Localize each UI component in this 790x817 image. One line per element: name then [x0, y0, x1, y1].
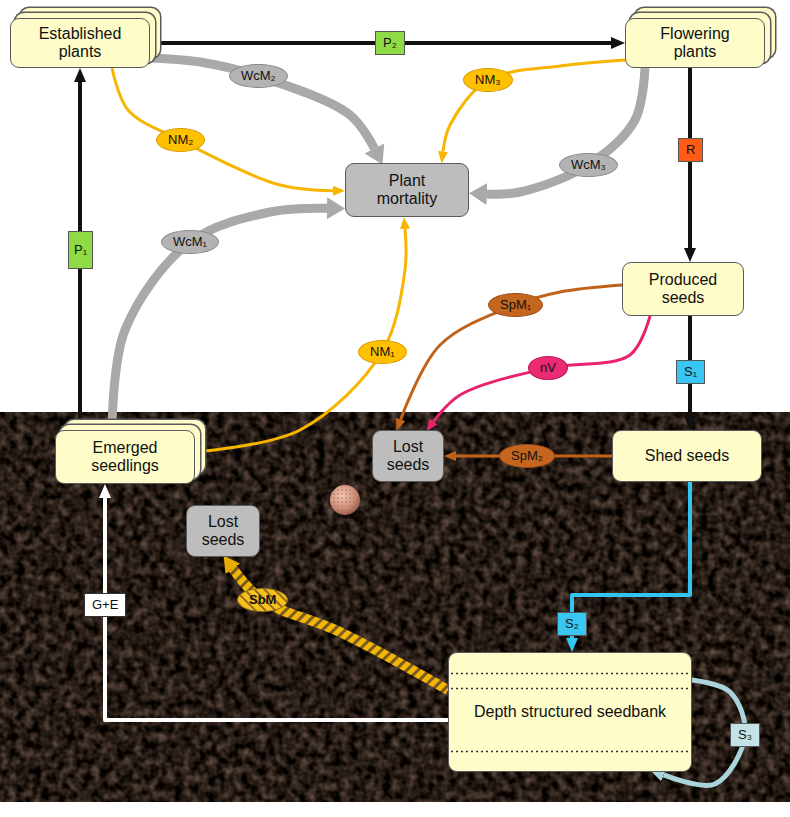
node-text: Depth structured seedbank	[474, 703, 666, 721]
flow-arrow	[195, 229, 406, 452]
flow-label: NM₃	[463, 68, 513, 92]
depth-layer-line	[451, 688, 689, 690]
flow-label: R	[678, 138, 703, 162]
seedbank-box: Depth structured seedbank	[448, 652, 692, 772]
flow-label: S₁	[676, 360, 705, 384]
flow-label: WcM₃	[559, 153, 618, 177]
flow-label: S₂	[557, 612, 587, 636]
node-text: Lost seeds	[381, 438, 435, 475]
flow-arrow	[572, 482, 690, 638]
flow-arrow	[105, 498, 448, 720]
node-text: Emerged seedlings	[70, 439, 180, 476]
node-text: Lost seeds	[195, 513, 251, 550]
flow-label: P₂	[375, 31, 405, 55]
flow-label: P₁	[68, 231, 93, 269]
flow-label: S₃	[730, 723, 760, 747]
seed-stage-box: Shed seeds	[612, 430, 762, 482]
plant-stage-box: Established plants	[10, 18, 150, 68]
node-text: Established plants	[25, 25, 135, 62]
soil-texture	[0, 412, 790, 802]
sink-box: Lost seeds	[186, 505, 260, 557]
node-text: Shed seeds	[645, 447, 730, 465]
seed-texture	[330, 485, 360, 515]
sink-box: Plant mortality	[345, 163, 469, 217]
flow-label: WcM₁	[161, 230, 219, 254]
flow-label: SpM₁	[488, 293, 543, 317]
node-text: Plant mortality	[357, 172, 457, 209]
flow-label: NM₁	[358, 340, 407, 364]
flow-arrow	[112, 68, 333, 191]
flow-label: G+E	[84, 593, 126, 617]
depth-layer-line	[451, 751, 689, 753]
sink-box: Lost seeds	[372, 430, 444, 482]
seed-picture	[330, 485, 360, 515]
soil-ground	[0, 412, 790, 802]
node-text: Produced seeds	[633, 271, 733, 308]
seed-stage-box: Produced seeds	[622, 262, 744, 316]
plant-stage-box: Flowering plants	[625, 18, 765, 68]
flow-arrow	[401, 285, 622, 419]
flow-label: WcM₂	[229, 64, 288, 88]
flow-arrow	[233, 569, 448, 690]
flow-label: nV	[528, 356, 568, 380]
flow-label: SpM₂	[499, 444, 555, 468]
flow-arrow	[487, 68, 645, 194]
depth-layer-line	[451, 673, 689, 675]
flow-arrow	[112, 208, 327, 430]
flow-arrow	[443, 60, 625, 151]
flow-arrow	[433, 316, 650, 422]
plant-stage-box: Emerged seedlings	[55, 430, 195, 484]
node-text: Flowering plants	[640, 25, 750, 62]
